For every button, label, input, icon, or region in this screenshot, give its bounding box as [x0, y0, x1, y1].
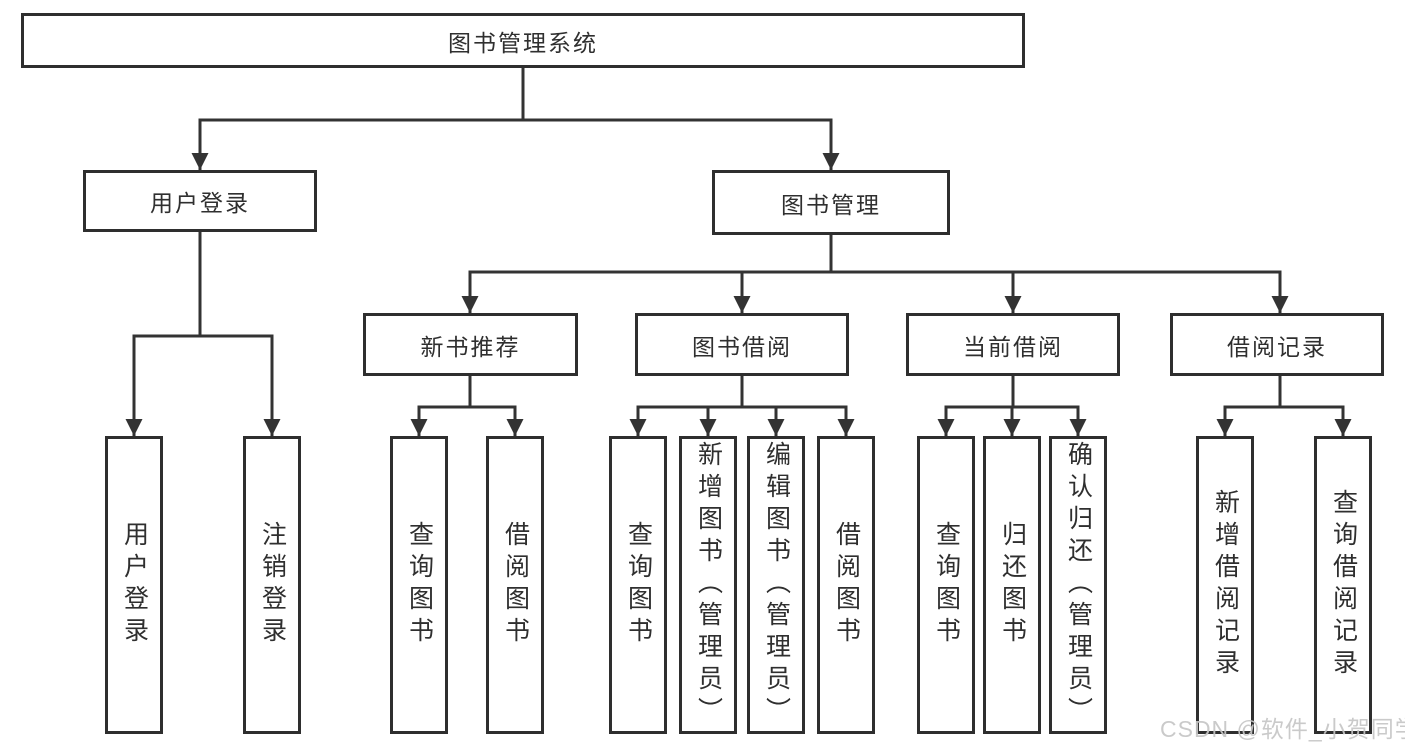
leaf-user-login: 用户登录 [105, 436, 163, 734]
node-label: 用户登录 [150, 190, 250, 216]
leaf-borrow-books: 借阅图书 [817, 436, 875, 734]
node-new-book-recommend: 新书推荐 [363, 313, 578, 376]
node-label: 图书借阅 [692, 333, 792, 360]
node-label: 查询图书 [932, 521, 961, 649]
node-label: 用户登录 [120, 521, 149, 649]
leaf-query-books-borrow: 查询图书 [609, 436, 667, 734]
node-label: 新增图书（管理员） [694, 441, 723, 729]
node-label: 查询借阅记录 [1329, 489, 1358, 681]
node-label: 查询图书 [624, 521, 653, 649]
node-label: 归还图书 [998, 521, 1027, 649]
node-label: 注销登录 [258, 521, 287, 649]
node-label: 图书管理系统 [448, 29, 598, 56]
node-label: 借阅记录 [1227, 333, 1327, 360]
leaf-add-borrow-record: 新增借阅记录 [1196, 436, 1254, 734]
node-library-management-system: 图书管理系统 [21, 13, 1025, 68]
leaf-add-book-admin: 新增图书（管理员） [679, 436, 737, 734]
csdn-watermark: CSDN @软件_小贺同学 [1160, 716, 1405, 742]
node-label: 查询图书 [405, 521, 434, 649]
node-label: 新书推荐 [420, 333, 521, 360]
node-label: 当前借阅 [963, 333, 1063, 360]
node-label: 借阅图书 [501, 521, 530, 649]
node-label: 确认归还（管理员） [1064, 441, 1093, 729]
leaf-confirm-return-admin: 确认归还（管理员） [1049, 436, 1107, 734]
leaf-return-books: 归还图书 [983, 436, 1041, 734]
leaf-edit-book-admin: 编辑图书（管理员） [747, 436, 805, 734]
node-current-borrowing: 当前借阅 [906, 313, 1120, 376]
node-label: 新增借阅记录 [1211, 489, 1240, 681]
leaf-borrow-books-recommend: 借阅图书 [486, 436, 544, 734]
node-user-login: 用户登录 [83, 170, 317, 232]
leaf-query-borrow-record: 查询借阅记录 [1314, 436, 1372, 734]
leaf-query-books-current: 查询图书 [917, 436, 975, 734]
leaf-logout-login: 注销登录 [243, 436, 301, 734]
node-book-borrowing: 图书借阅 [635, 313, 849, 376]
node-label: 编辑图书（管理员） [762, 441, 791, 729]
node-label: 借阅图书 [832, 521, 861, 649]
leaf-query-books-recommend: 查询图书 [390, 436, 448, 734]
node-borrowing-records: 借阅记录 [1170, 313, 1384, 376]
node-book-management: 图书管理 [712, 170, 950, 235]
node-label: 图书管理 [781, 191, 881, 218]
